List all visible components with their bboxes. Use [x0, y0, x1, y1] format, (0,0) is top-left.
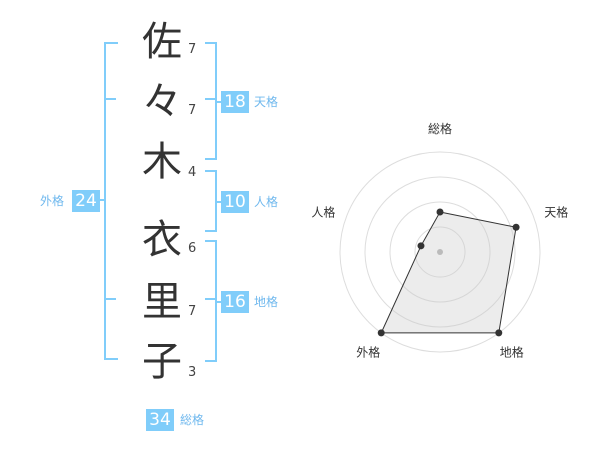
radar-axis-label: 地格: [500, 344, 524, 359]
name-char-4: 衣: [142, 217, 182, 263]
jinkaku-badge: 10: [221, 191, 249, 213]
stroke-count-5: 7: [188, 304, 197, 319]
jinkaku-bracket-connector: [215, 201, 223, 203]
radar-axis-label: 総格: [428, 121, 452, 136]
name-char-2: 々: [142, 79, 182, 125]
radar-grid-ring: [414, 226, 466, 278]
tenkaku-bracket-tick: [205, 98, 215, 100]
soukaku-label: 総格: [180, 413, 205, 427]
radar-data-point: [436, 208, 444, 216]
gaikaku-bracket: [104, 42, 118, 360]
gaikaku-label: 外格: [40, 194, 65, 208]
radar-data-point: [495, 329, 503, 337]
stroke-count-2: 7: [188, 103, 197, 118]
jinkaku-label: 人格: [254, 195, 279, 209]
gaikaku-bracket-tick: [104, 298, 116, 300]
name-char-1: 佐: [142, 19, 182, 65]
stroke-count-4: 6: [188, 241, 197, 256]
chikaku-bracket-connector: [215, 301, 223, 303]
radar-grid-ring: [339, 151, 541, 353]
radar-data-point: [512, 223, 520, 231]
gaikaku-bracket-tick: [104, 98, 116, 100]
soukaku-badge: 34: [146, 409, 174, 431]
gaikaku-badge: 24: [72, 190, 100, 212]
radar-axis-label: 人格: [311, 205, 335, 220]
tenkaku-label: 天格: [254, 95, 279, 109]
radar-center-dot: [437, 249, 443, 255]
stroke-count-6: 3: [188, 365, 197, 380]
radar-grid-ring: [389, 201, 491, 303]
radar-grid-ring: [364, 176, 516, 328]
stroke-count-1: 7: [188, 42, 197, 57]
radar-series-area: [380, 211, 517, 334]
stroke-count-3: 4: [188, 165, 197, 180]
chikaku-badge: 16: [221, 291, 249, 313]
radar-axis-label: 外格: [356, 344, 380, 359]
name-char-5: 里: [142, 279, 182, 325]
radar-axis-label: 天格: [544, 205, 568, 220]
tenkaku-badge: 18: [221, 91, 249, 113]
name-char-3: 木: [142, 139, 182, 185]
radar-data-point: [377, 329, 385, 337]
name-char-6: 子: [142, 339, 182, 385]
radar-data-point: [417, 242, 425, 250]
chikaku-bracket-tick: [205, 298, 215, 300]
tenkaku-bracket-connector: [215, 101, 223, 103]
chikaku-label: 地格: [254, 295, 279, 309]
